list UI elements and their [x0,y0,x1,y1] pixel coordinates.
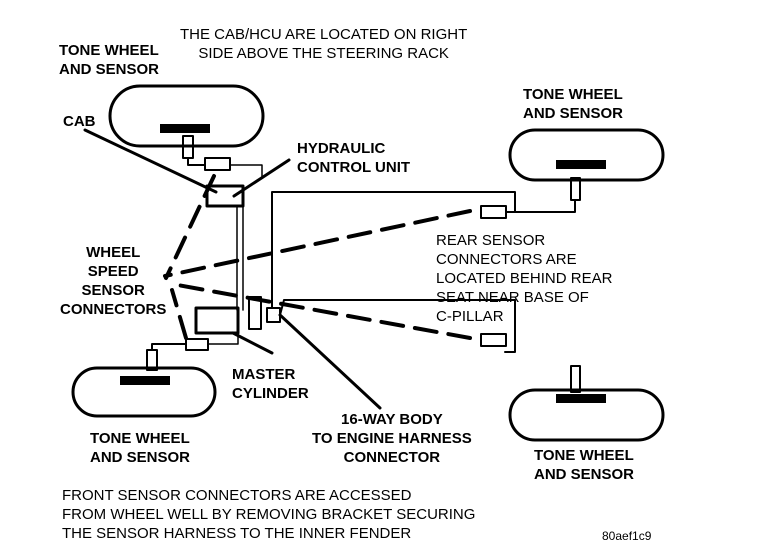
tone-wheel-line-1: TONE WHEEL [534,447,634,464]
cab-label: CAB [63,112,96,131]
leader-hcu [232,158,291,198]
rear-right-lower-sensor [570,365,581,393]
wss-line-4: CONNECTORS [60,301,167,318]
leader-master-cylinder [231,331,274,355]
rear-right-upper-lead [505,209,516,213]
rear-right-wheel [508,128,665,182]
body-connector-line-1: 16-WAY BODY [341,411,443,428]
rear-right-upper-sensor-lead [514,199,576,213]
tone-wheel-line-2: AND SENSOR [534,466,635,483]
rear-sensor-note: REAR SENSOR CONNECTORS ARE LOCATED BEHIN… [436,231,612,326]
front-left-lower-sensor-lead [151,343,187,351]
rear-right-upper-connector [480,205,507,219]
tone-wheel-line-1: TONE WHEEL [90,430,190,447]
front-left-lower-sensor [146,349,158,371]
tone-wheel-line-2: AND SENSOR [90,449,191,466]
main-harness [271,191,516,298]
front-left-sensor-connector [204,157,231,171]
bottom-note-line-2: FROM WHEEL WELL BY REMOVING BRACKET SECU… [62,506,476,523]
rear-right-sensor [570,177,581,201]
hcu-label: HYDRAULIC CONTROL UNIT [297,139,410,177]
wss-line-3: SENSOR [81,282,145,299]
rear-right-tone-ring [556,160,606,169]
dashed-pointer-rear-upper [163,209,472,278]
master-cylinder-line-1: MASTER [232,366,296,383]
wss-line-1: WHEEL [86,244,141,261]
front-sensor-access-note: FRONT SENSOR CONNECTORS ARE ACCESSED FRO… [62,486,475,543]
wss-line-2: SPEED [87,263,139,280]
master-cylinder [194,306,240,335]
master-cylinder-line-2: CYLINDER [232,385,309,402]
hcu-line-1: HYDRAULIC [297,140,386,157]
body-connector-line-2: TO ENGINE HARNESS [312,430,472,447]
front-left-lower-wheel [71,366,217,418]
dashed-pointer-front-upper [164,174,216,280]
top-location-note: THE CAB/HCU ARE LOCATED ON RIGHT SIDE AB… [180,25,467,63]
rear-note-line-2: CONNECTORS ARE [436,251,577,268]
top-note-line-2: SIDE ABOVE THE STEERING RACK [198,45,449,62]
wheel-speed-sensor-connectors-label: WHEEL SPEED SENSOR CONNECTORS [60,243,166,319]
tone-wheel-label-front-left-bottom: TONE WHEEL AND SENSOR [90,429,190,467]
tone-wheel-line-1: TONE WHEEL [59,42,159,59]
leader-16-way-connector [278,313,382,410]
tone-wheel-label-rear-right-bottom: TONE WHEEL AND SENSOR [534,446,634,484]
rear-note-line-5: C-PILLAR [436,308,504,325]
bottom-note-line-3: THE SENSOR HARNESS TO THE INNER FENDER [62,525,412,542]
front-left-lower-tone-ring [120,376,170,385]
rear-right-lower-wheel [508,388,665,442]
dashed-pointer-rear-lower [170,282,472,340]
bottom-note-line-1: FRONT SENSOR CONNECTORS ARE ACCESSED [62,487,412,504]
front-left-harness [229,164,263,179]
front-left-lower-connector [185,338,209,351]
sixteen-way-connector-label: 16-WAY BODY TO ENGINE HARNESS CONNECTOR [312,410,472,467]
tone-wheel-label-rear-right-top: TONE WHEEL AND SENSOR [523,85,623,123]
front-left-wheel [108,84,265,148]
leader-cab [83,128,218,194]
tone-wheel-line-2: AND SENSOR [523,105,624,122]
rear-note-line-3: LOCATED BEHIND REAR [436,270,613,287]
tone-wheel-label-front-left-top: TONE WHEEL AND SENSOR [59,41,159,79]
tone-wheel-line-2: AND SENSOR [59,61,160,78]
dashed-pointer-front-lower [170,288,188,340]
rear-note-line-4: SEAT NEAR BASE OF [436,289,589,306]
hydraulic-control-unit [205,184,245,208]
sixteen-way-connector [266,307,281,323]
brake-booster [248,296,262,330]
rear-right-lower-tone-ring [556,394,606,403]
figure-code: 80aef1c9 [602,527,651,546]
rear-note-line-1: REAR SENSOR [436,232,546,249]
tone-wheel-line-1: TONE WHEEL [523,86,623,103]
front-left-tone-ring [160,124,210,133]
hcu-line-2: CONTROL UNIT [297,159,411,176]
body-connector-line-3: CONNECTOR [343,449,441,466]
cab-label-text: CAB [63,113,96,130]
figure-code-text: 80aef1c9 [602,529,652,543]
rear-right-lower-connector [480,333,507,347]
master-cylinder-label: MASTER CYLINDER [232,365,309,403]
top-note-line-1: THE CAB/HCU ARE LOCATED ON RIGHT [180,26,468,43]
front-left-sensor-lead [187,157,206,166]
